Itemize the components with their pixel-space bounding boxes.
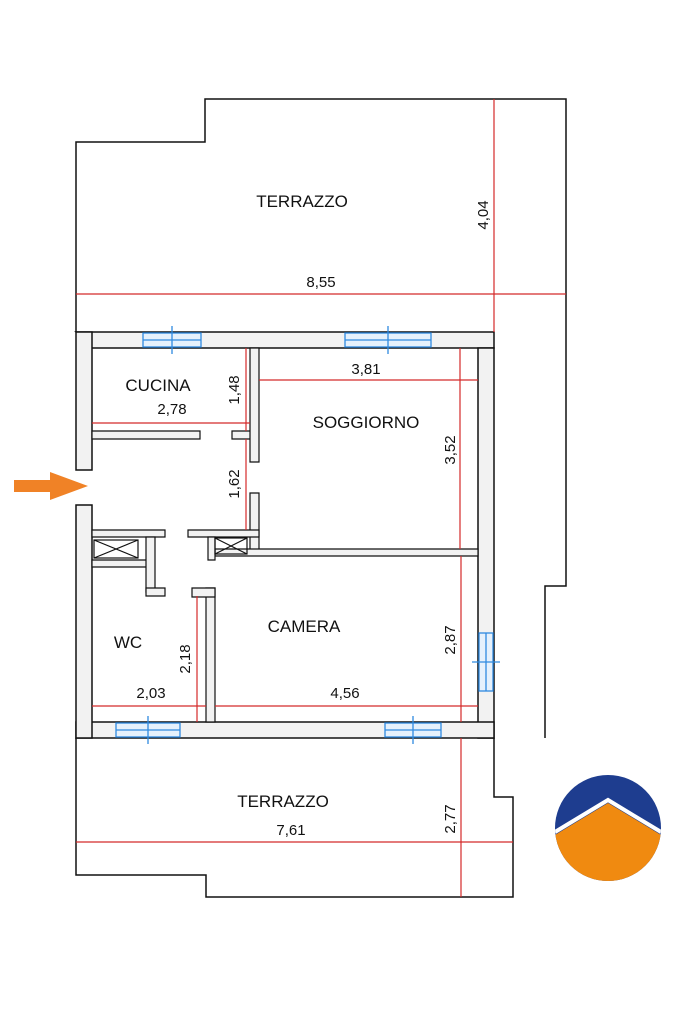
hall-wall-left — [91, 529, 166, 538]
kitchen-living-wall-upper — [249, 347, 260, 463]
dim-label-kitchen-width: 2,78 — [157, 401, 186, 418]
dim-label-bedroom-width: 4,56 — [330, 685, 359, 702]
wc-bedroom-wall-cap — [191, 587, 216, 598]
agency-logo-icon — [555, 775, 661, 881]
dim-label-wc-height: 2,18 — [177, 644, 194, 673]
window-living — [344, 326, 432, 354]
exterior-walls — [74, 331, 495, 739]
dim-label-kitchen-height: 1,48 — [226, 375, 243, 404]
dim-label-living-width: 3,81 — [351, 361, 380, 378]
wc-stub — [145, 587, 166, 597]
dim-label-terrace-bottom-height: 2,77 — [442, 804, 459, 833]
wc-right-wall-upper — [145, 536, 156, 593]
windows — [115, 326, 500, 744]
dim-label-terrace-bottom-width: 7,61 — [276, 822, 305, 839]
dim-label-terrace-top-width: 8,55 — [306, 274, 335, 291]
room-label-living: SOGGIORNO — [313, 413, 420, 432]
window-kitchen — [142, 326, 202, 354]
room-label-wc: WC — [114, 633, 142, 652]
kitchen-bottom-wall — [91, 430, 201, 440]
living-wall-lower — [249, 492, 260, 553]
dim-label-hall-height: 1,62 — [226, 469, 243, 498]
dimension-lines — [76, 99, 566, 897]
hall-wall-right — [187, 529, 260, 538]
shaft-left-walls — [91, 559, 149, 568]
wall-left-lower — [75, 504, 93, 739]
kitchen-bottom-wall-stub — [231, 430, 253, 440]
shaft-right — [214, 537, 248, 555]
dim-label-terrace-top-height: 4,04 — [475, 200, 492, 229]
window-bedroom-side — [472, 632, 500, 692]
room-label-kitchen: CUCINA — [125, 376, 191, 395]
living-bottom-wall — [214, 548, 479, 557]
window-wc — [115, 716, 181, 744]
bedroom-left-wall — [207, 536, 216, 561]
window-bedroom-bottom — [384, 716, 442, 744]
room-label-terrace-top: TERRAZZO — [256, 192, 348, 211]
shaft-left — [93, 539, 139, 559]
terrace-bottom-outline — [75, 738, 514, 898]
interior-walls — [91, 347, 479, 723]
room-label-bedroom: CAMERA — [268, 617, 341, 636]
dim-label-living-height: 3,52 — [442, 435, 459, 464]
dim-label-wc-width: 2,03 — [136, 685, 165, 702]
dim-label-bedroom-height: 2,87 — [442, 625, 459, 654]
room-label-terrace-bottom: TERRAZZO — [237, 792, 329, 811]
wc-bedroom-wall — [205, 587, 216, 723]
terrace-top-outline — [75, 98, 567, 738]
entrance-arrow-icon — [14, 472, 88, 500]
wall-left-upper — [75, 331, 93, 471]
